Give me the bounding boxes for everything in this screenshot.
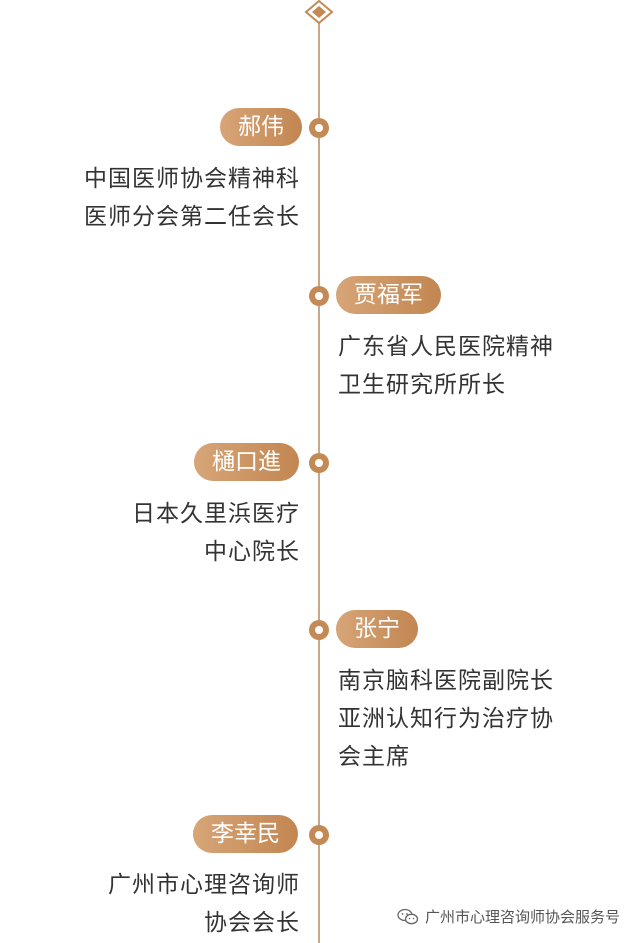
diamond-icon [304,0,334,24]
description-line: 医师分会第二任会长 [84,204,300,230]
name-badge: 李幸民 [193,815,298,853]
timeline-dot [309,118,329,138]
entry-description: 广东省人民医院精神 卫生研究所所长 [338,328,554,404]
description-line: 广州市心理咨询师 [108,872,300,898]
description-line: 会主席 [338,744,410,770]
timeline-dot [309,620,329,640]
description-line: 南京脑科医院副院长 [338,668,554,694]
description-line: 日本久里浜医疗 [132,501,300,527]
watermark-text: 广州市心理咨询师协会服务号 [424,908,620,926]
entry-description: 日本久里浜医疗 中心院长 [132,495,300,571]
description-line: 卫生研究所所长 [338,372,506,398]
name-badge: 樋口進 [194,443,299,481]
timeline-line [318,22,320,943]
timeline-dot [309,286,329,306]
watermark: 广州市心理咨询师协会服务号 [397,906,620,927]
description-line: 广东省人民医院精神 [338,334,554,360]
name-badge: 贾福军 [336,276,441,314]
name-badge: 张宁 [336,610,418,648]
wechat-icon [397,908,419,924]
name-badge: 郝伟 [220,108,302,146]
entry-description: 中国医师协会精神科 医师分会第二任会长 [84,160,300,236]
entry-description: 广州市心理咨询师 协会会长 [108,866,300,942]
description-line: 亚洲认知行为治疗协 [338,706,554,732]
description-line: 中心院长 [204,539,300,565]
description-line: 中国医师协会精神科 [84,166,300,192]
timeline-dot [309,453,329,473]
timeline-dot [309,825,329,845]
description-line: 协会会长 [204,910,300,936]
entry-description: 南京脑科医院副院长 亚洲认知行为治疗协 会主席 [338,662,554,776]
